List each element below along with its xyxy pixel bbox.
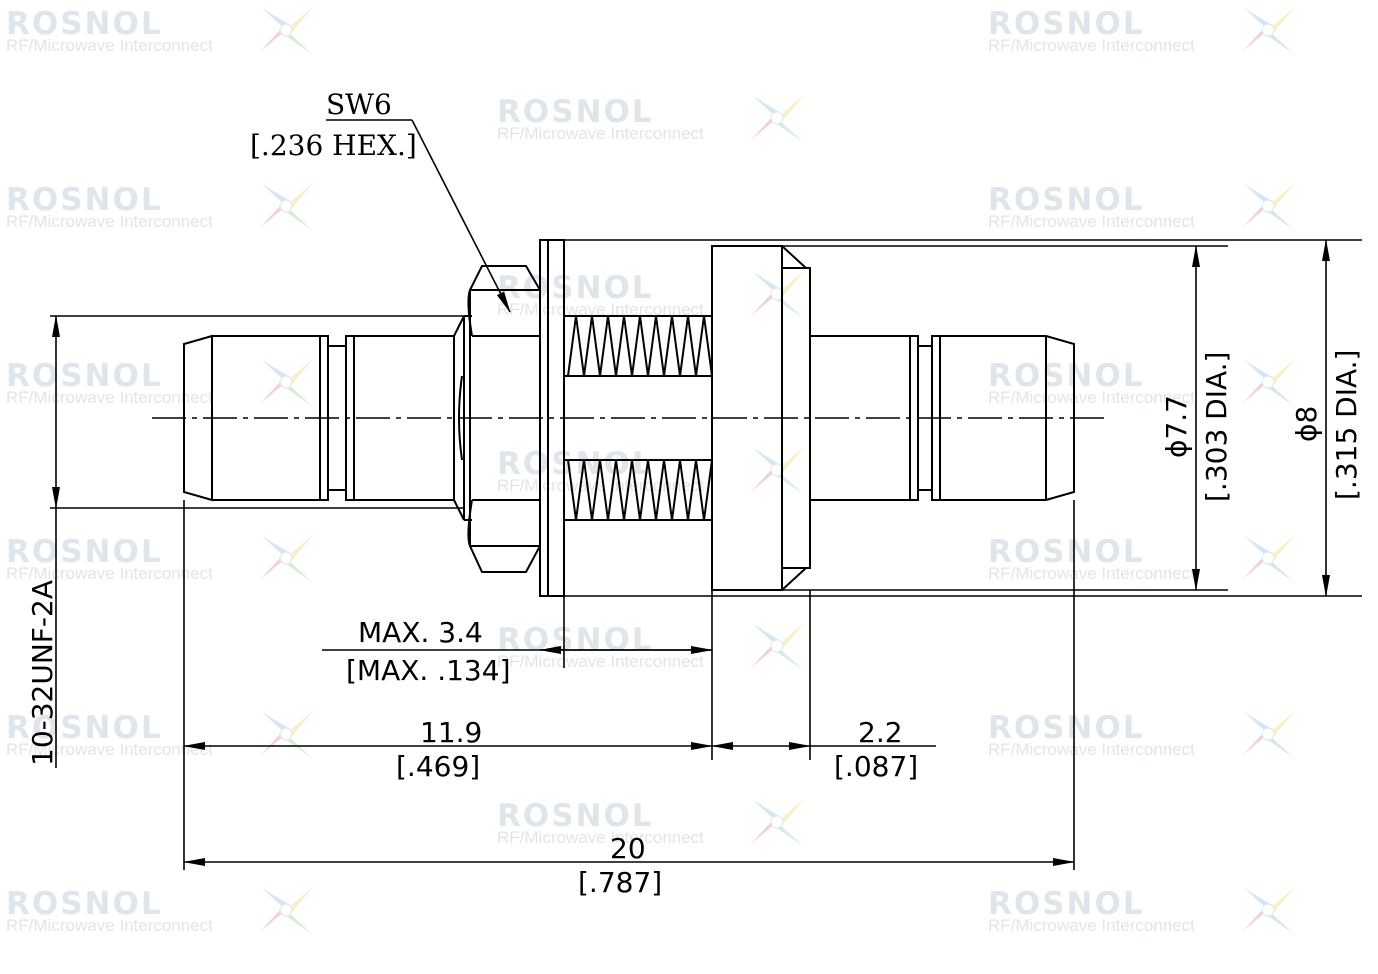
- watermark-brand: ROSNOL: [6, 710, 163, 746]
- logo-star-icon: [260, 534, 314, 582]
- dimension-lines: [50, 119, 1362, 870]
- watermark-logo: ROSNOL RF/Microwave Interconnect: [497, 794, 807, 854]
- watermark-brand: ROSNOL: [6, 534, 163, 570]
- logo-star-icon: [751, 270, 805, 318]
- watermark-brand: ROSNOL: [988, 886, 1145, 922]
- length-2-2-imperial-label: [.087]: [834, 750, 918, 783]
- watermark-brand: ROSNOL: [6, 6, 163, 42]
- logo-star-icon: [260, 886, 314, 934]
- logo-star-icon: [751, 446, 805, 494]
- watermark-logo: ROSNOL RF/Microwave Interconnect: [988, 2, 1298, 62]
- logo-star-icon: [751, 94, 805, 142]
- threaded-section: [564, 315, 713, 521]
- watermark-subtitle: RF/Microwave Interconnect: [6, 740, 213, 759]
- total-length-imperial-label: [.787]: [578, 866, 662, 899]
- watermark-logo: ROSNOL RF/Microwave Interconnect: [6, 882, 316, 942]
- flange: [539, 239, 565, 597]
- hex-size-label: SW6: [326, 88, 392, 121]
- logo-star-icon: [260, 6, 314, 54]
- logo-star-icon: [751, 622, 805, 670]
- watermark-logo: ROSNOL RF/Microwave Interconnect: [988, 706, 1298, 766]
- watermark-logo: ROSNOL RF/Microwave Interconnect: [988, 354, 1298, 414]
- watermark-brand: ROSNOL: [497, 94, 654, 130]
- watermark-brand: ROSNOL: [497, 446, 654, 482]
- watermark-brand: ROSNOL: [988, 534, 1145, 570]
- logo-star-icon: [1242, 6, 1296, 54]
- max-depth-imperial-label: [MAX. .134]: [346, 654, 511, 687]
- max-depth-label: MAX. 3.4: [358, 616, 483, 649]
- watermark-brand: ROSNOL: [988, 6, 1145, 42]
- watermark-logo: ROSNOL RF/Microwave Interconnect: [6, 530, 316, 590]
- watermark-subtitle: RF/Microwave Interconnect: [497, 652, 704, 671]
- inner-diameter-label: ϕ7.7: [1160, 395, 1193, 458]
- watermark-subtitle: RF/Microwave Interconnect: [988, 740, 1195, 759]
- right-plug: [810, 335, 1075, 501]
- watermark-subtitle: RF/Microwave Interconnect: [497, 124, 704, 143]
- watermark-subtitle: RF/Microwave Interconnect: [6, 916, 213, 935]
- watermark-subtitle: RF/Microwave Interconnect: [988, 212, 1195, 231]
- outer-diameter-imperial-label: [.315 DIA.]: [1330, 350, 1363, 500]
- watermark-logo: ROSNOL RF/Microwave Interconnect: [988, 530, 1298, 590]
- watermark-brand: ROSNOL: [988, 710, 1145, 746]
- hex-size-imperial-label: [.236 HEX.]: [250, 129, 417, 162]
- length-11-9-label: 11.9: [420, 716, 482, 749]
- connector-body: [711, 245, 811, 591]
- watermark-logo: ROSNOL RF/Microwave Interconnect: [497, 90, 807, 150]
- watermark-logo: ROSNOL RF/Microwave Interconnect: [6, 354, 316, 414]
- watermark-brand: ROSNOL: [6, 358, 163, 394]
- hex-nut: [458, 265, 541, 573]
- watermark-logo: ROSNOL RF/Microwave Interconnect: [6, 2, 316, 62]
- watermark-logo: ROSNOL RF/Microwave Interconnect: [988, 178, 1298, 238]
- watermark-logo: ROSNOL RF/Microwave Interconnect: [6, 178, 316, 238]
- logo-star-icon: [751, 798, 805, 846]
- watermark-subtitle: RF/Microwave Interconnect: [6, 212, 213, 231]
- logo-star-icon: [1242, 534, 1296, 582]
- logo-star-icon: [1242, 182, 1296, 230]
- watermark-brand: ROSNOL: [497, 798, 654, 834]
- length-11-9-imperial-label: [.469]: [396, 750, 480, 783]
- outer-diameter-label: ϕ8: [1290, 406, 1323, 442]
- watermark-subtitle: RF/Microwave Interconnect: [988, 916, 1195, 935]
- logo-star-icon: [1242, 358, 1296, 406]
- watermark-brand: ROSNOL: [6, 182, 163, 218]
- watermark-logo: ROSNOL RF/Microwave Interconnect: [988, 882, 1298, 942]
- length-2-2-label: 2.2: [858, 716, 903, 749]
- watermark-subtitle: RF/Microwave Interconnect: [988, 564, 1195, 583]
- watermark-logo: ROSNOL RF/Microwave Interconnect: [6, 706, 316, 766]
- watermark-subtitle: RF/Microwave Interconnect: [6, 36, 213, 55]
- watermark-subtitle: RF/Microwave Interconnect: [988, 388, 1195, 407]
- watermark-brand: ROSNOL: [988, 358, 1145, 394]
- logo-star-icon: [1242, 886, 1296, 934]
- watermark-subtitle: RF/Microwave Interconnect: [988, 36, 1195, 55]
- watermark-subtitle: RF/Microwave Interconnect: [497, 828, 704, 847]
- logo-star-icon: [1242, 710, 1296, 758]
- watermark-brand: ROSNOL: [497, 270, 654, 306]
- watermark-brand: ROSNOL: [988, 182, 1145, 218]
- watermark-logo: ROSNOL RF/Microwave Interconnect: [497, 618, 807, 678]
- watermark-subtitle: RF/Microwave Interconnect: [6, 564, 213, 583]
- thread-label: 10-32UNF-2A: [26, 580, 59, 766]
- logo-star-icon: [260, 358, 314, 406]
- watermark-brand: ROSNOL: [6, 886, 163, 922]
- total-length-label: 20: [610, 832, 646, 865]
- logo-star-icon: [260, 182, 314, 230]
- inner-diameter-imperial-label: [.303 DIA.]: [1200, 352, 1233, 502]
